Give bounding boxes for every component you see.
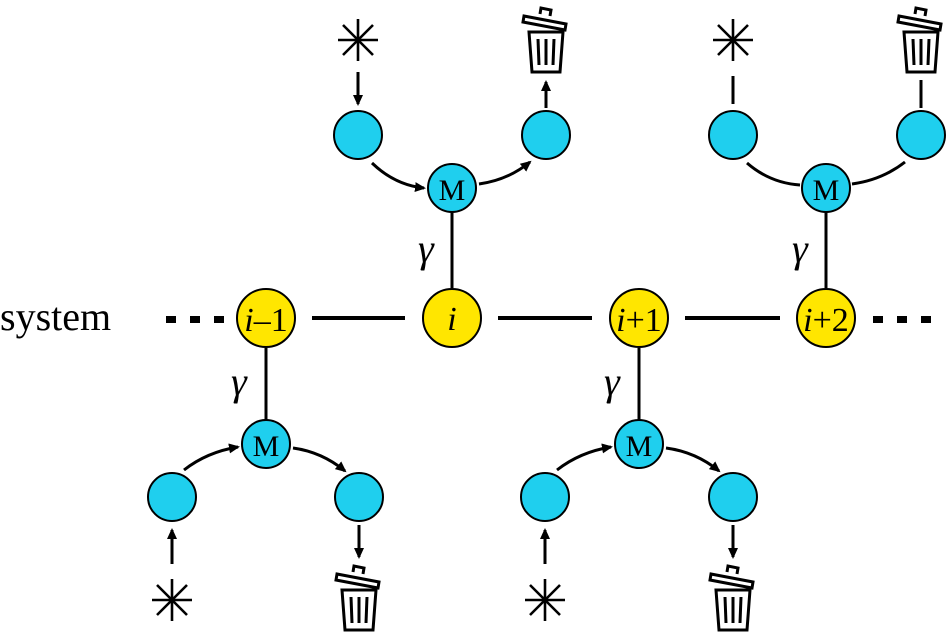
svg-text:i–1: i–1	[244, 302, 287, 339]
interaction-line	[851, 160, 906, 186]
asterisk-icon	[711, 17, 755, 63]
coupling-gamma: γ	[418, 226, 435, 271]
svg-text:M: M	[813, 174, 840, 207]
interaction-arrow	[370, 161, 426, 193]
ancilla-node	[896, 110, 946, 160]
ancilla-node	[520, 472, 570, 522]
site-node-i: i	[422, 288, 482, 348]
ancilla-node	[147, 472, 197, 522]
svg-text:i+2: i+2	[803, 302, 849, 339]
coupling-gamma: γ	[604, 359, 621, 404]
coupling-gamma: γ	[792, 226, 809, 271]
interaction-arrow	[665, 446, 721, 473]
svg-text:i: i	[447, 301, 456, 338]
ancilla-node	[333, 110, 383, 160]
interaction-line	[746, 161, 801, 187]
ancilla-node	[521, 110, 571, 160]
site-node-i-plus-2: i+2	[796, 288, 856, 348]
asterisk-icon	[150, 577, 194, 623]
svg-text:M: M	[439, 174, 466, 207]
ancilla-node	[708, 110, 758, 160]
interaction-arrow	[478, 160, 532, 186]
system-label: system	[0, 294, 111, 339]
chain-left-ellipsis	[166, 316, 224, 323]
svg-text:M: M	[253, 430, 280, 463]
interaction-arrow	[292, 446, 347, 473]
memory-node: M	[614, 419, 664, 469]
svg-text:i+1: i+1	[616, 302, 662, 339]
chain-right-ellipsis	[873, 316, 931, 323]
site-node-i-plus-1: i+1	[609, 288, 669, 348]
asterisk-icon	[523, 577, 567, 623]
trash-can-icon	[334, 564, 381, 632]
memory-node: M	[241, 419, 291, 469]
trash-can-icon	[708, 564, 755, 632]
interaction-arrow	[183, 443, 240, 472]
coupling-gamma: γ	[231, 359, 248, 404]
svg-text:M: M	[626, 430, 653, 463]
trash-can-icon	[896, 6, 943, 74]
ancilla-node	[708, 472, 758, 522]
trash-can-icon	[521, 6, 568, 74]
site-node-i-minus-1: i–1	[236, 288, 296, 348]
asterisk-icon	[336, 17, 380, 63]
memory-node: M	[801, 163, 851, 213]
memory-node: M	[427, 163, 477, 213]
interaction-arrow	[556, 443, 613, 472]
ancilla-node	[334, 472, 384, 522]
